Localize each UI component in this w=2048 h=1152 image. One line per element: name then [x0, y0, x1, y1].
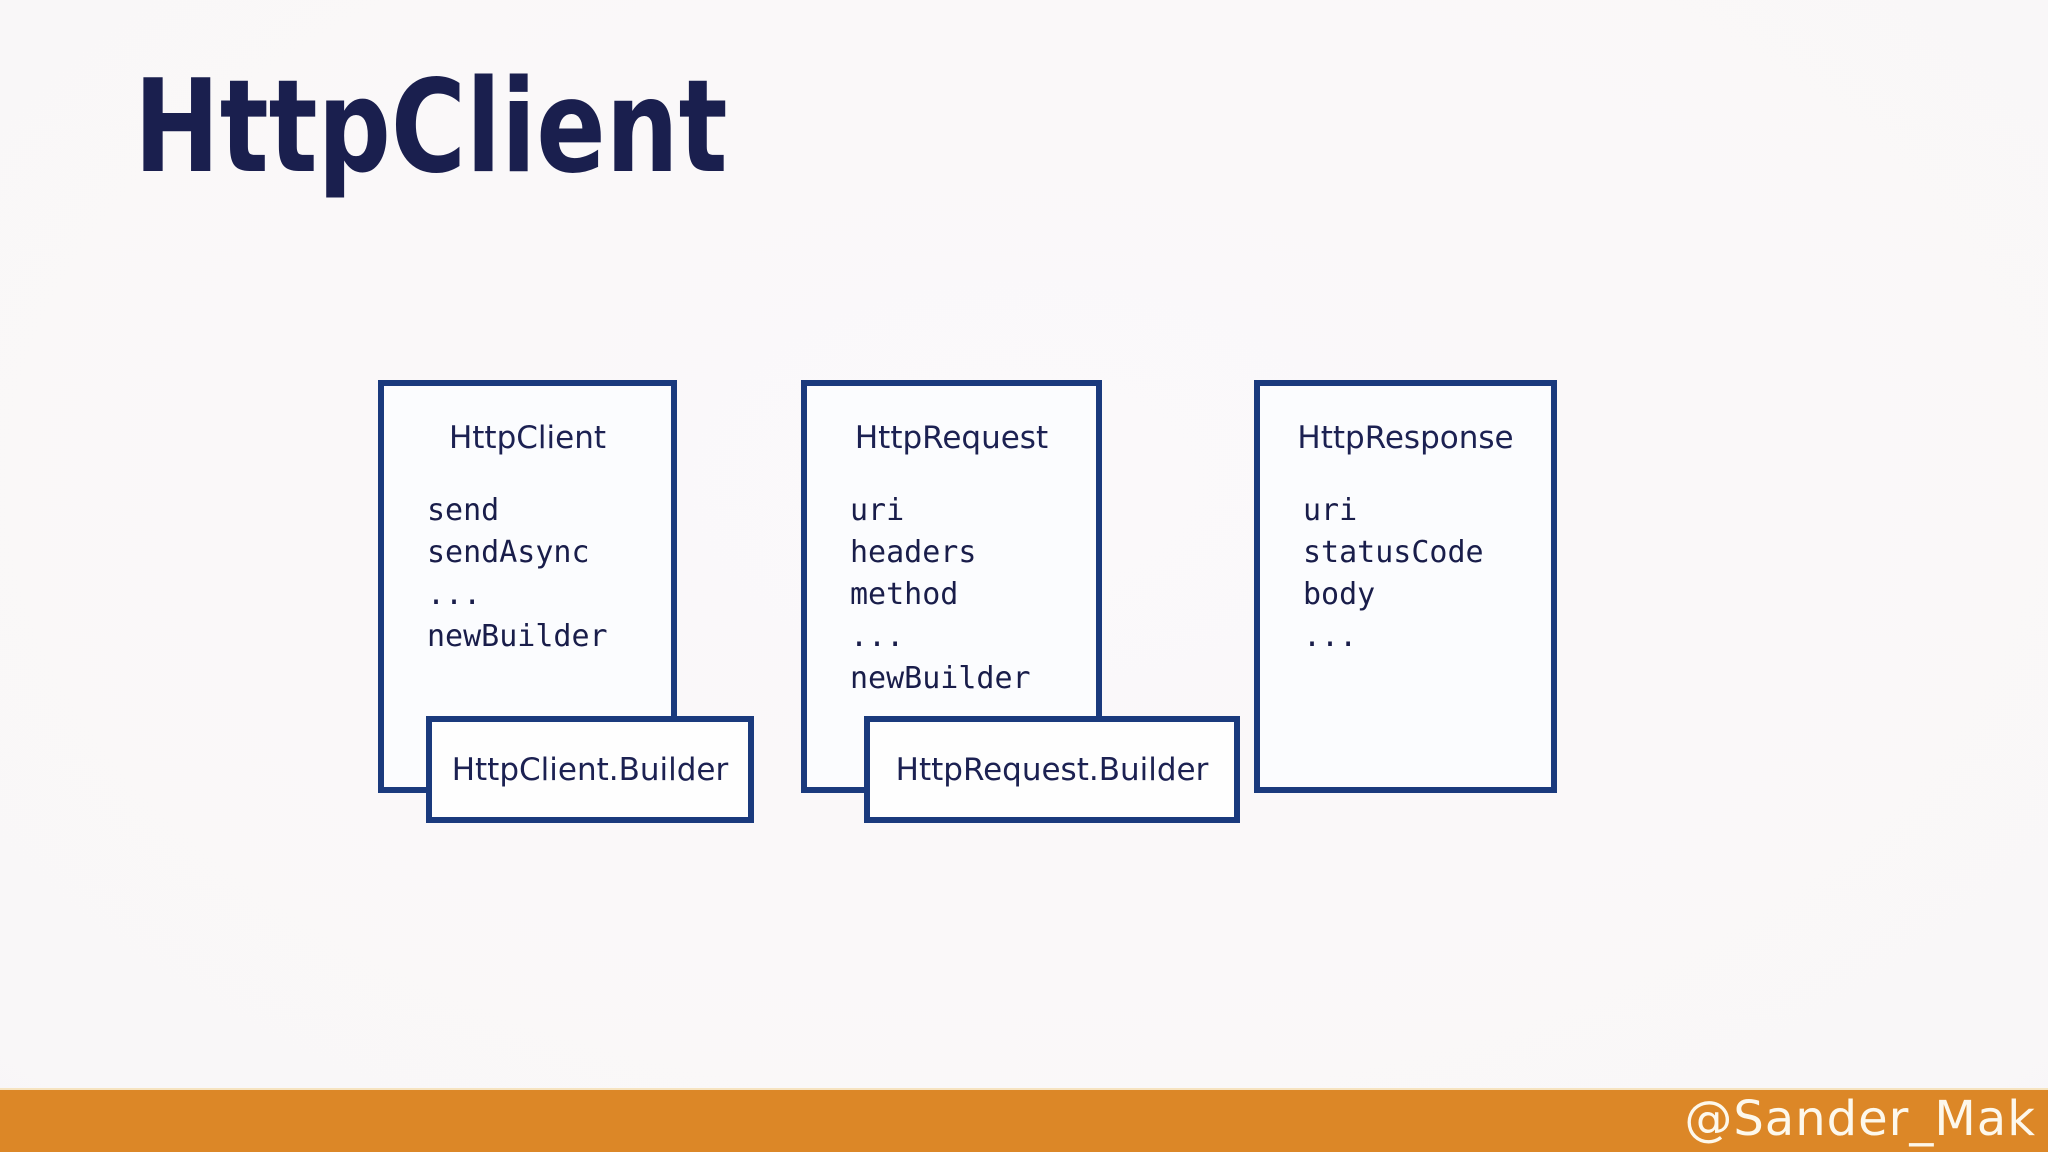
builder-name: HttpClient.Builder	[451, 751, 729, 788]
member-list: uri headers method ... newBuilder	[807, 490, 1096, 700]
class-name: HttpResponse	[1297, 420, 1514, 456]
class-member: newBuilder	[850, 661, 1031, 696]
class-member: newBuilder	[427, 619, 608, 654]
footer-handle: @Sander_Mak	[1684, 1091, 2036, 1147]
class-member: method	[850, 577, 959, 612]
class-member: uri	[850, 493, 905, 528]
class-member: statusCode	[1303, 535, 1484, 570]
builder-name: HttpRequest.Builder	[895, 751, 1209, 788]
class-member: send	[427, 493, 500, 528]
class-name: HttpClient	[448, 420, 607, 456]
member-list: send sendAsync ... newBuilder	[384, 490, 671, 658]
class-member: ...	[427, 577, 482, 612]
page-title: HttpClient	[134, 53, 728, 202]
class-name: HttpRequest	[854, 420, 1049, 456]
class-member: sendAsync	[427, 535, 590, 570]
class-member: headers	[850, 535, 977, 570]
builder-box-httprequest: HttpRequest.Builder	[864, 716, 1240, 823]
class-member: body	[1303, 577, 1376, 612]
member-list: uri statusCode body ...	[1260, 490, 1551, 658]
class-member: uri	[1303, 493, 1358, 528]
class-box-httpresponse: HttpResponse uri statusCode body ...	[1254, 380, 1557, 793]
footer-bar: @Sander_Mak	[0, 1088, 2048, 1152]
builder-box-httpclient: HttpClient.Builder	[426, 716, 754, 823]
class-member: ...	[850, 619, 905, 654]
class-member: ...	[1303, 619, 1358, 654]
